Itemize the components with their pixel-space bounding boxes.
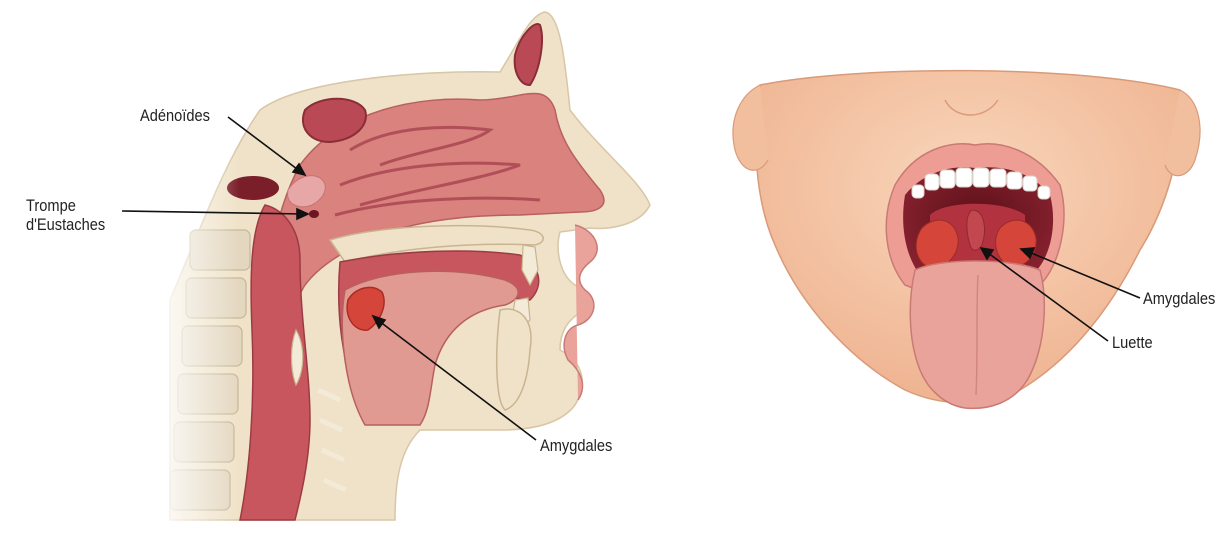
label-amygdales-sagittal: Amygdales <box>540 436 612 455</box>
sagittal-head-section <box>150 0 650 558</box>
label-trompe-line2: d'Eustaches <box>26 215 105 234</box>
label-trompe-line1: Trompe <box>26 196 105 215</box>
uvula <box>967 210 985 250</box>
frontal-face <box>733 71 1200 409</box>
label-adenoides: Adénoïdes <box>140 106 210 125</box>
label-amygdales-frontal: Amygdales <box>1143 289 1215 308</box>
eustachian-tube-opening <box>309 210 319 218</box>
label-trompe-eustache: Trompe d'Eustaches <box>26 196 105 234</box>
label-luette: Luette <box>1112 333 1153 352</box>
